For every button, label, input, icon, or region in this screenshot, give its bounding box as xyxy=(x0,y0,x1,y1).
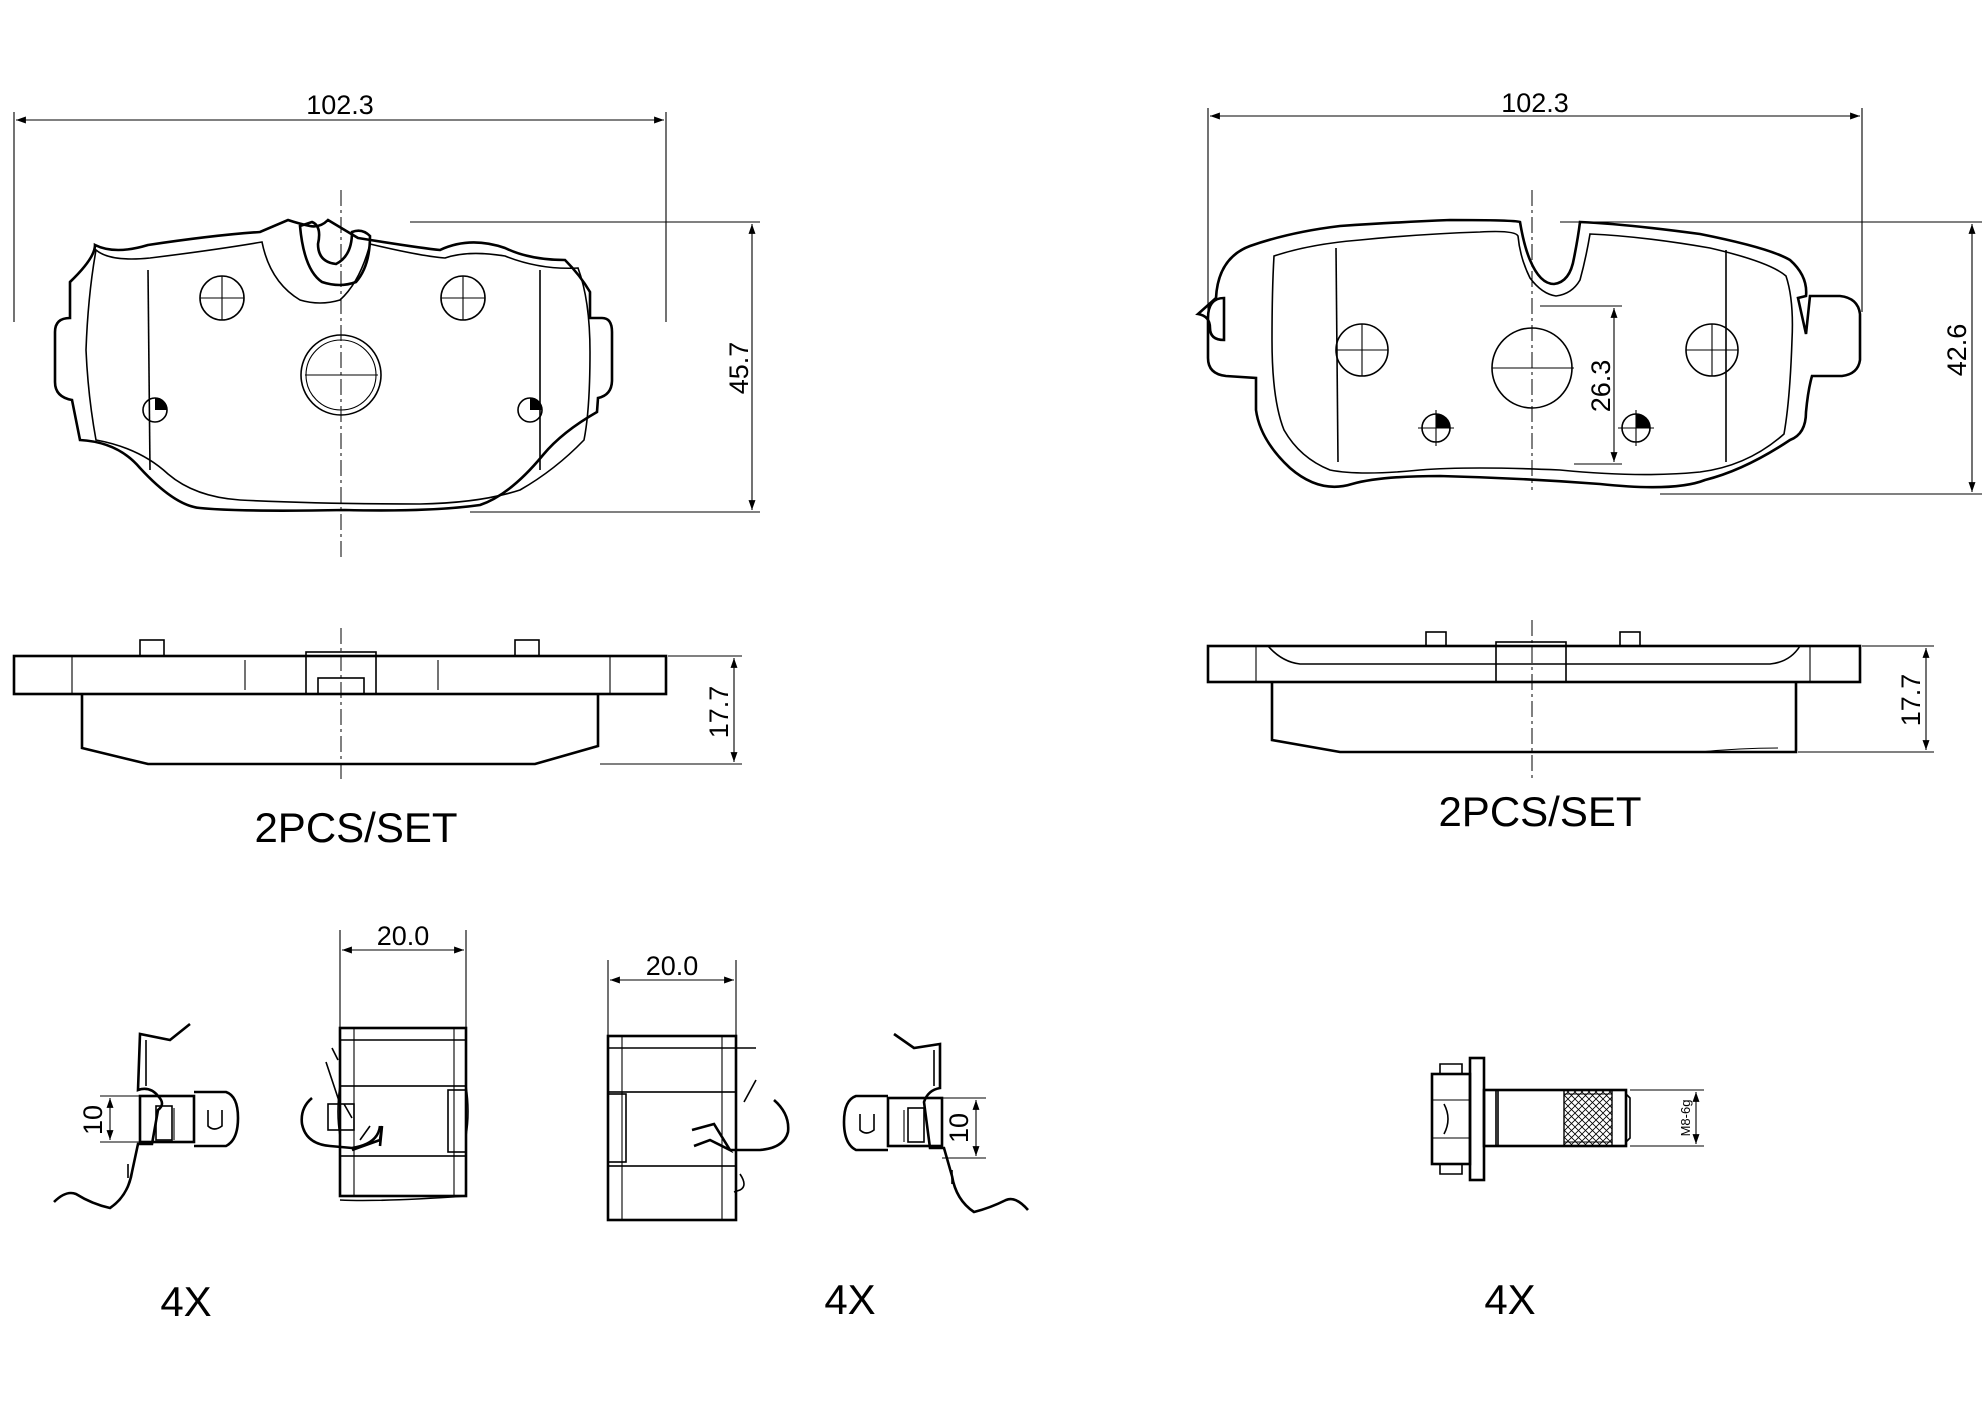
rear-pad-friction-block xyxy=(1270,682,1798,754)
rear-pad-height-label: 42.6 xyxy=(1942,324,1972,377)
clip-left-quantity-label: 4X xyxy=(160,1278,211,1325)
rear-pad-outline xyxy=(1195,218,1862,489)
clip-right-front-view: 20.0 xyxy=(606,951,790,1222)
clip-right-tab xyxy=(886,1096,944,1148)
clip-left-body xyxy=(338,1026,468,1198)
clip-left-height-label: 10 xyxy=(78,1105,108,1135)
clip-right-side-profile: 10 xyxy=(842,1032,1029,1214)
rear-pad-friction-outline xyxy=(1271,230,1794,476)
bolt-shank xyxy=(1482,1088,1628,1148)
front-pad-top-view: 102.3 45.7 xyxy=(13,90,760,560)
front-pad-backing-plate xyxy=(12,654,668,696)
rear-pad-width-label: 102.3 xyxy=(1501,88,1569,118)
front-pad-thickness-label: 17.7 xyxy=(704,686,734,739)
bolt-drawing: M8-6g xyxy=(1430,1056,1704,1182)
rear-pad-center-offset-label: 26.3 xyxy=(1586,360,1616,413)
front-pad-height-label: 45.7 xyxy=(724,342,754,395)
front-pad-side-view: 17.7 xyxy=(12,628,742,782)
front-pad-width-label: 102.3 xyxy=(306,90,374,120)
front-pad-quantity-label: 2PCS/SET xyxy=(254,804,457,851)
clip-left-front-view: 20.0 xyxy=(300,921,469,1202)
clip-left-tab xyxy=(138,1094,196,1144)
rear-pad-top-view: 102.3 42.6 26.3 xyxy=(1195,88,1982,495)
bolt-thread-label: M8-6g xyxy=(1678,1100,1693,1137)
front-pad-outline xyxy=(53,218,614,512)
rear-pad-thickness-label: 17.7 xyxy=(1896,674,1926,727)
clip-right-quantity-label: 4X xyxy=(824,1276,875,1323)
rear-pad-side-view: 17.7 xyxy=(1206,620,1934,780)
front-pad-slot-left xyxy=(147,269,151,471)
clip-left-width-label: 20.0 xyxy=(377,921,430,951)
front-pad-notch xyxy=(298,220,372,287)
bolt-head xyxy=(1430,1072,1472,1166)
clip-left-side-profile: 10 xyxy=(53,1022,240,1210)
bolt-flange xyxy=(1468,1056,1486,1182)
bolt-quantity-label: 4X xyxy=(1484,1276,1535,1323)
clip-right-width-label: 20.0 xyxy=(646,951,699,981)
front-pad-friction-outline xyxy=(85,241,591,505)
clip-right-height-label: 10 xyxy=(944,1113,974,1143)
front-pad-friction-block xyxy=(80,694,600,766)
rear-pad-quantity-label: 2PCS/SET xyxy=(1438,788,1641,835)
bolt-thread-lock xyxy=(1563,1089,1613,1147)
